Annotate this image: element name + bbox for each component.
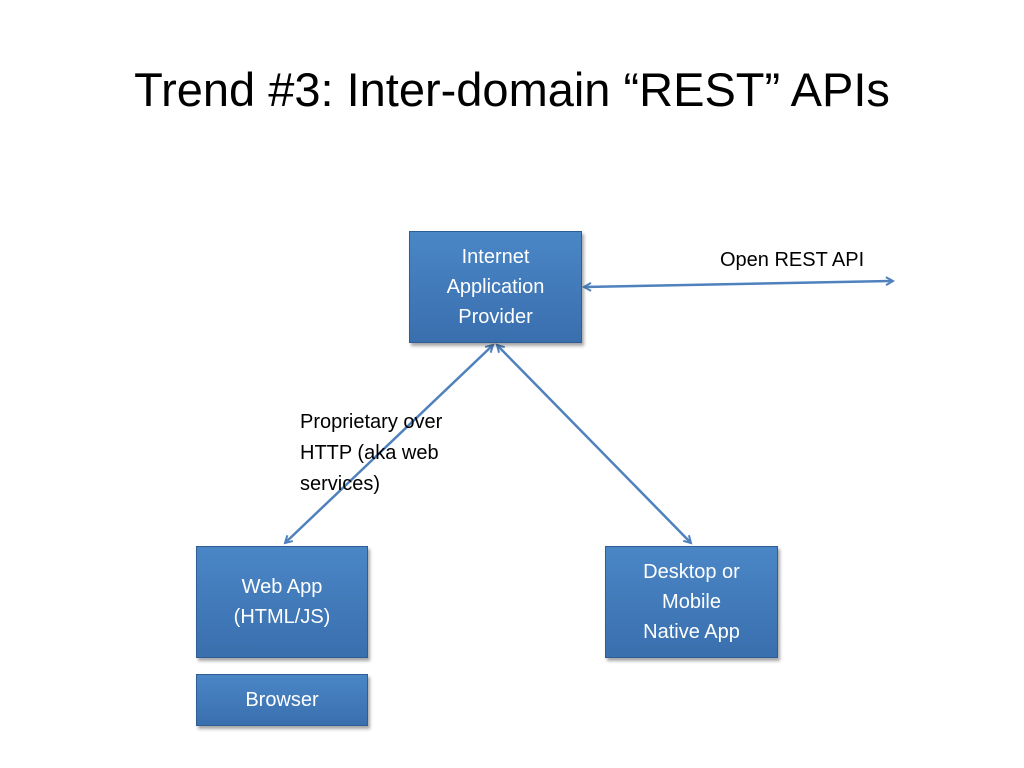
node-web-app: Web App (HTML/JS) (196, 546, 368, 658)
arrow-provider-rest (584, 281, 893, 287)
slide-title: Trend #3: Inter-domain “REST” APIs (134, 63, 890, 116)
node-browser: Browser (196, 674, 368, 726)
label-open-rest-api: Open REST API (720, 249, 865, 271)
label-proprietary-http: Proprietary over HTTP (aka web services) (300, 411, 443, 495)
arrow-provider-webapp (285, 345, 493, 543)
arrow-provider-desktop (497, 345, 691, 543)
node-internet-application-provider: Internet Application Provider (409, 231, 582, 343)
node-desktop-mobile-app: Desktop or Mobile Native App (605, 546, 778, 658)
